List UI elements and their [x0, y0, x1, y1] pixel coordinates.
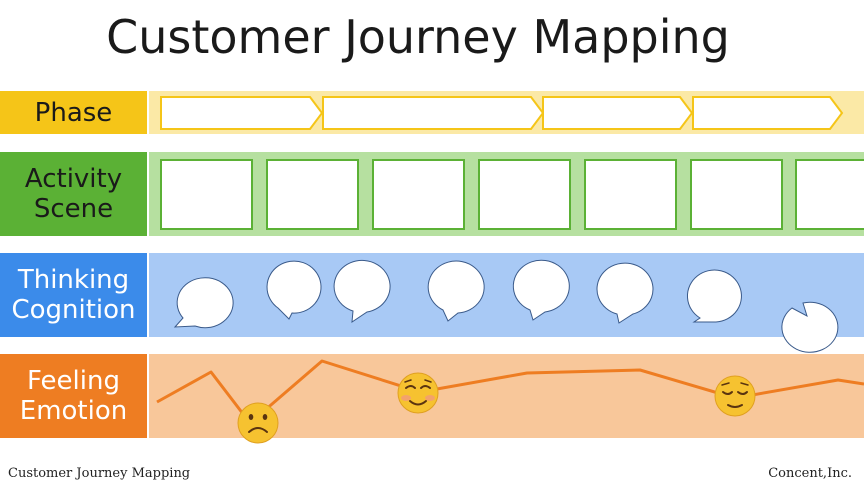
row-label-thinking-line2: Cognition	[11, 295, 136, 325]
speech-bubble-6	[596, 262, 654, 324]
footer-title: Customer Journey Mapping	[8, 466, 191, 481]
activity-box-4	[478, 159, 571, 230]
row-label-feeling: Feeling Emotion	[0, 354, 147, 438]
relieved-face-icon	[714, 375, 756, 417]
activity-box-3	[372, 159, 465, 230]
emotion-curve	[156, 359, 864, 425]
activity-box-5	[584, 159, 677, 230]
activity-box-1	[160, 159, 253, 230]
speech-bubble-8	[781, 301, 839, 353]
row-label-feeling-line2: Emotion	[19, 396, 128, 426]
page-title: Customer Journey Mapping	[106, 10, 730, 64]
row-label-feeling-line1: Feeling	[27, 366, 120, 396]
phase-arrow-3	[542, 96, 694, 130]
row-label-activity-line1: Activity	[24, 164, 123, 194]
speech-bubble-5	[512, 259, 570, 321]
speech-bubble-4	[427, 260, 485, 322]
row-label-phase: Phase	[0, 91, 147, 134]
row-label-phase-line1: Phase	[34, 97, 113, 128]
activity-box-7	[795, 159, 864, 230]
smiling-face-icon	[397, 372, 439, 414]
speech-bubble-1	[173, 277, 234, 329]
phase-arrow-1	[160, 96, 324, 130]
speech-bubble-3	[333, 259, 391, 323]
activity-box-2	[266, 159, 359, 230]
phase-arrow-2	[322, 96, 545, 130]
activity-box-6	[690, 159, 783, 230]
row-label-activity-line2: Scene	[33, 194, 114, 224]
speech-bubble-2	[266, 260, 322, 320]
row-label-thinking-line1: Thinking	[17, 265, 130, 295]
sad-face-icon	[237, 402, 279, 444]
speech-bubble-7	[687, 269, 742, 323]
row-label-thinking: Thinking Cognition	[0, 253, 147, 337]
phase-arrow-4	[692, 96, 844, 130]
row-label-activity: Activity Scene	[0, 152, 147, 236]
footer-company: Concent,Inc.	[768, 466, 852, 481]
